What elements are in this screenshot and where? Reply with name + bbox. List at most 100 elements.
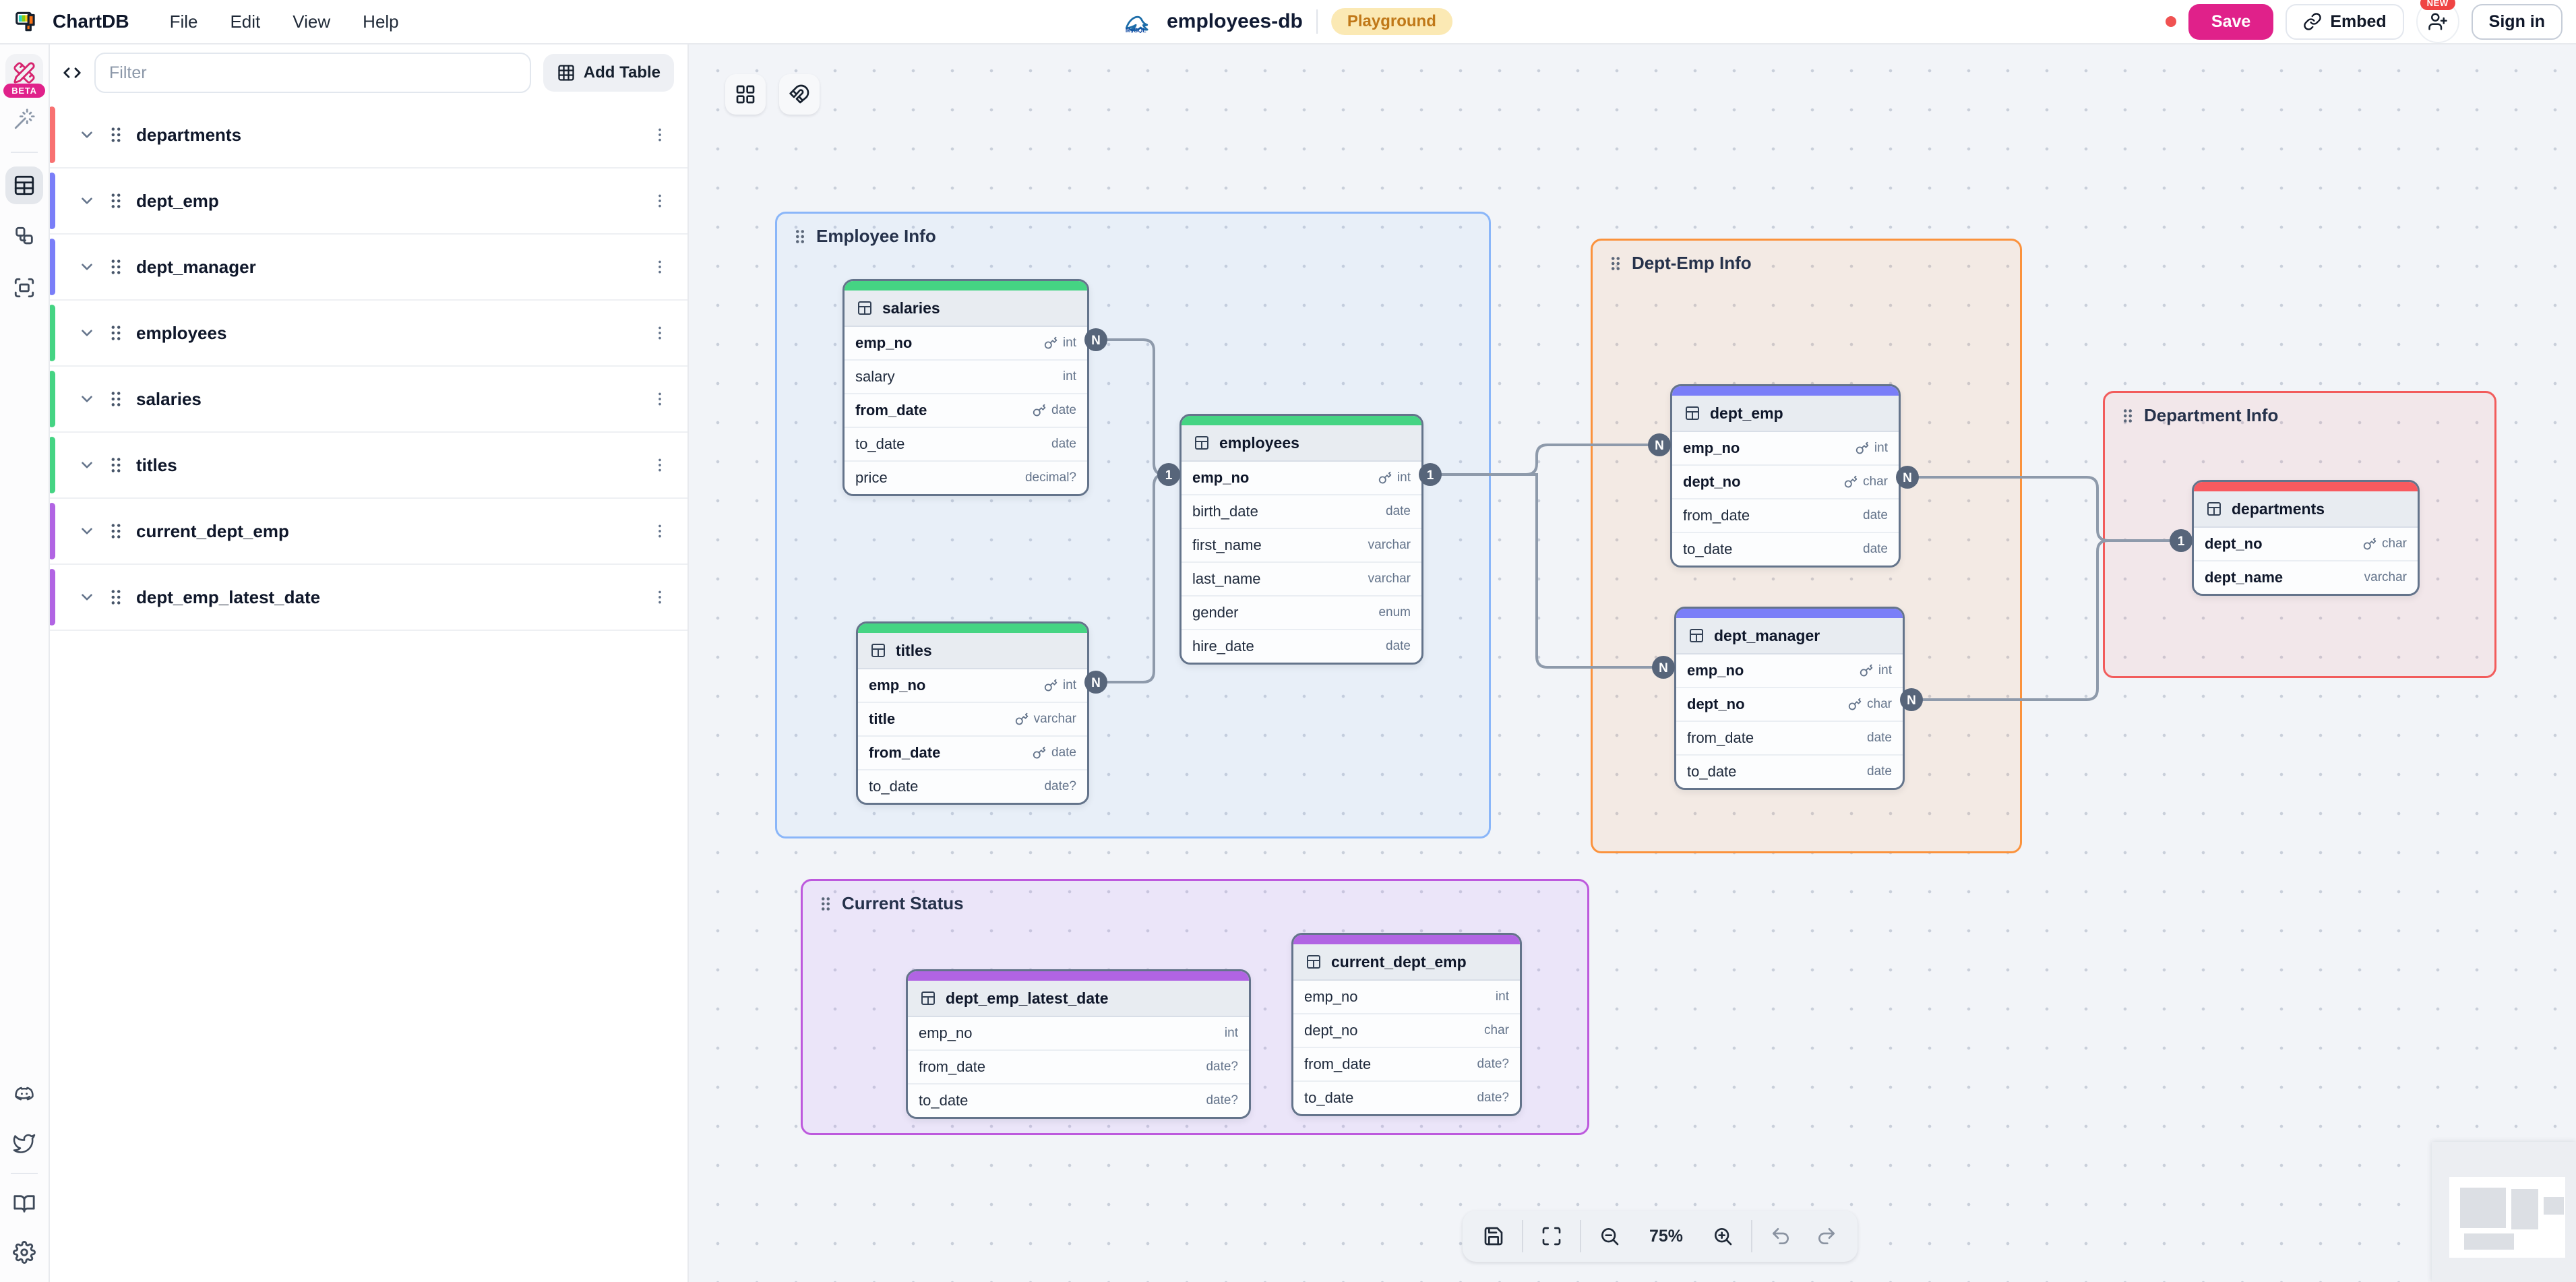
- invite-user-button[interactable]: NEW: [2416, 0, 2459, 43]
- chevron-down-icon[interactable]: [78, 390, 96, 408]
- table-field-row[interactable]: from_date date: [845, 393, 1087, 427]
- filter-input[interactable]: [94, 53, 531, 93]
- snap-magnet-icon[interactable]: [779, 74, 820, 115]
- area-grip-icon[interactable]: [1609, 255, 1622, 272]
- area-grip-icon[interactable]: [793, 228, 807, 245]
- table-field-row[interactable]: dept_name varchar: [2194, 560, 2418, 594]
- table-header[interactable]: employees: [1182, 425, 1421, 462]
- table-field-row[interactable]: from_date date?: [908, 1049, 1249, 1083]
- table-field-row[interactable]: gender enum: [1182, 595, 1421, 629]
- fit-view-icon[interactable]: [1529, 1216, 1574, 1256]
- areas-icon[interactable]: [5, 269, 43, 307]
- table-field-row[interactable]: to_date date?: [1293, 1080, 1520, 1114]
- table-field-row[interactable]: from_date date?: [1293, 1047, 1520, 1080]
- table-field-row[interactable]: to_date date: [1676, 754, 1903, 788]
- zoom-level[interactable]: 75%: [1649, 1226, 1684, 1246]
- drag-grip-icon[interactable]: [108, 588, 124, 607]
- show-all-grid-icon[interactable]: [725, 74, 766, 115]
- chevron-down-icon[interactable]: [78, 522, 96, 540]
- table-field-row[interactable]: dept_no char: [2194, 528, 2418, 560]
- diagram-table[interactable]: dept_manager emp_no int dept_no char fro…: [1674, 607, 1905, 790]
- table-header[interactable]: salaries: [845, 291, 1087, 327]
- drag-grip-icon[interactable]: [108, 257, 124, 276]
- twitter-icon[interactable]: [5, 1124, 43, 1162]
- table-field-row[interactable]: emp_no int: [1676, 654, 1903, 687]
- chevron-down-icon[interactable]: [78, 192, 96, 210]
- undo-icon[interactable]: [1758, 1216, 1804, 1256]
- diagram-table[interactable]: salaries emp_no int salary int from_date: [842, 279, 1089, 496]
- table-field-row[interactable]: price decimal?: [845, 460, 1087, 494]
- sidebar-table-row[interactable]: dept_emp_latest_date: [49, 565, 687, 631]
- kebab-menu-icon[interactable]: [651, 390, 669, 408]
- kebab-menu-icon[interactable]: [651, 588, 669, 606]
- save-diagram-icon[interactable]: [1471, 1216, 1516, 1256]
- table-field-row[interactable]: emp_no int: [1672, 432, 1899, 464]
- table-field-row[interactable]: from_date date: [1672, 498, 1899, 532]
- save-button[interactable]: Save: [2188, 3, 2274, 40]
- tables-icon[interactable]: [5, 166, 43, 204]
- redo-icon[interactable]: [1804, 1216, 1849, 1256]
- table-field-row[interactable]: emp_no int: [845, 327, 1087, 359]
- docs-icon[interactable]: [5, 1185, 43, 1223]
- kebab-menu-icon[interactable]: [651, 522, 669, 540]
- magic-wand-icon[interactable]: [5, 100, 43, 138]
- database-name[interactable]: employees-db: [1167, 10, 1303, 32]
- table-field-row[interactable]: emp_no int: [1293, 981, 1520, 1013]
- sidebar-table-row[interactable]: departments: [49, 102, 687, 169]
- chevron-down-icon[interactable]: [78, 324, 96, 342]
- table-field-row[interactable]: to_date date?: [908, 1083, 1249, 1117]
- table-field-row[interactable]: last_name varchar: [1182, 561, 1421, 595]
- kebab-menu-icon[interactable]: [651, 258, 669, 276]
- area-grip-icon[interactable]: [819, 895, 832, 913]
- sidebar-table-row[interactable]: dept_emp: [49, 169, 687, 235]
- diagram-table[interactable]: titles emp_no int title varchar from_dat…: [856, 621, 1089, 805]
- table-field-row[interactable]: dept_no char: [1672, 464, 1899, 498]
- drag-grip-icon[interactable]: [108, 522, 124, 541]
- kebab-menu-icon[interactable]: [651, 324, 669, 342]
- table-header[interactable]: dept_manager: [1676, 618, 1903, 654]
- table-field-row[interactable]: birth_date date: [1182, 494, 1421, 528]
- table-field-row[interactable]: dept_no char: [1293, 1013, 1520, 1047]
- menu-item[interactable]: File: [169, 11, 198, 32]
- table-field-row[interactable]: from_date date: [1676, 721, 1903, 754]
- area-grip-icon[interactable]: [2121, 407, 2135, 425]
- kebab-menu-icon[interactable]: [651, 126, 669, 144]
- discord-icon[interactable]: [5, 1076, 43, 1113]
- drag-grip-icon[interactable]: [108, 390, 124, 408]
- table-field-row[interactable]: dept_no char: [1676, 687, 1903, 721]
- diagram-canvas[interactable]: Employee Info Dept-Emp Info Department I…: [687, 43, 2576, 1282]
- chevron-down-icon[interactable]: [78, 258, 96, 276]
- kebab-menu-icon[interactable]: [651, 192, 669, 210]
- zoom-in-icon[interactable]: [1700, 1216, 1746, 1256]
- drag-grip-icon[interactable]: [108, 456, 124, 475]
- table-header[interactable]: departments: [2194, 491, 2418, 528]
- menu-item[interactable]: Help: [363, 11, 399, 32]
- diagram-table[interactable]: dept_emp emp_no int dept_no char from_da…: [1670, 384, 1901, 568]
- diagram-table[interactable]: employees emp_no int birth_date date fir…: [1179, 414, 1423, 665]
- table-header[interactable]: dept_emp: [1672, 396, 1899, 432]
- minimap[interactable]: [2432, 1142, 2576, 1282]
- drag-grip-icon[interactable]: [108, 125, 124, 144]
- table-field-row[interactable]: to_date date?: [858, 769, 1087, 803]
- table-field-row[interactable]: first_name varchar: [1182, 528, 1421, 561]
- drag-grip-icon[interactable]: [108, 191, 124, 210]
- chevron-down-icon[interactable]: [78, 456, 96, 474]
- embed-button[interactable]: Embed: [2286, 3, 2404, 40]
- code-view-toggle[interactable]: [62, 63, 82, 83]
- diagram-table[interactable]: departments dept_no char dept_name varch…: [2192, 480, 2420, 596]
- menu-item[interactable]: View: [293, 11, 331, 32]
- table-header[interactable]: dept_emp_latest_date: [908, 981, 1249, 1017]
- table-header[interactable]: current_dept_emp: [1293, 944, 1520, 981]
- diagram-table[interactable]: dept_emp_latest_date emp_no int from_dat…: [906, 969, 1251, 1119]
- menu-item[interactable]: Edit: [230, 11, 261, 32]
- table-field-row[interactable]: to_date date: [1672, 532, 1899, 566]
- add-table-button[interactable]: Add Table: [543, 54, 674, 92]
- table-field-row[interactable]: title varchar: [858, 702, 1087, 735]
- table-field-row[interactable]: emp_no int: [1182, 462, 1421, 494]
- sidebar-table-row[interactable]: titles: [49, 433, 687, 499]
- table-field-row[interactable]: emp_no int: [858, 669, 1087, 702]
- diagram-table[interactable]: current_dept_emp emp_no int dept_no char…: [1291, 933, 1522, 1116]
- table-field-row[interactable]: from_date date: [858, 735, 1087, 769]
- sidebar-table-row[interactable]: current_dept_emp: [49, 499, 687, 565]
- kebab-menu-icon[interactable]: [651, 456, 669, 474]
